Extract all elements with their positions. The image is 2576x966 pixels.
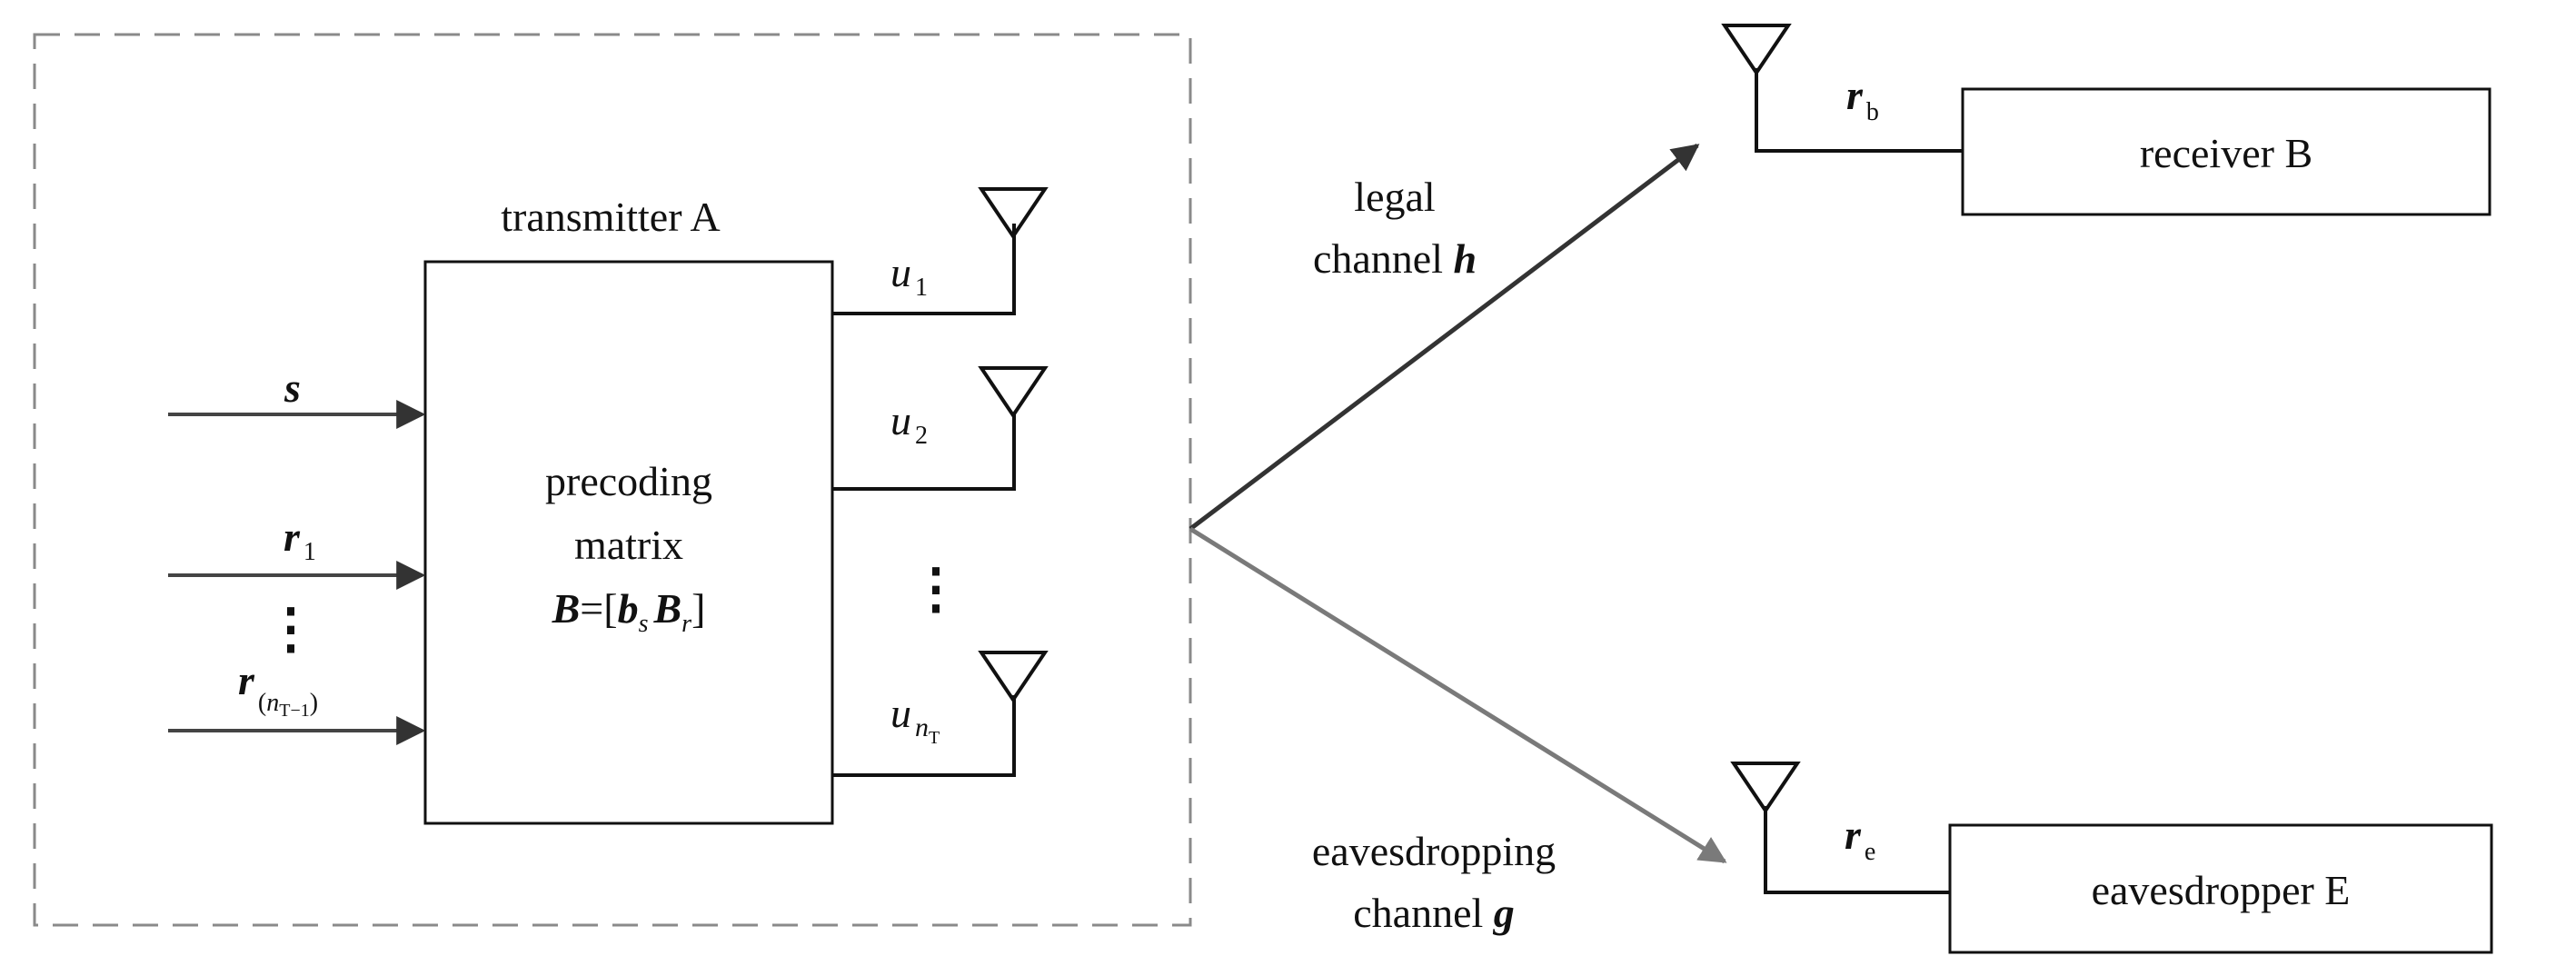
antenna-icon (978, 651, 1049, 703)
input-label-s: s (283, 364, 301, 411)
legal-channel-label-line2: channel h (1313, 235, 1477, 282)
output-dots: ⋮ (909, 559, 963, 619)
antenna-icon (978, 187, 1049, 240)
antenna-icon (1721, 24, 1792, 76)
legal-channel-label-line1: legal (1354, 174, 1435, 220)
eavesdropper-box (1948, 823, 2493, 954)
precoding-label-line2: matrix (574, 522, 683, 568)
legal-channel-arrow (1189, 144, 1700, 531)
receiver-antenna-line (1755, 68, 1963, 153)
output-line-u1 (832, 224, 1016, 315)
precoding-label-line1: precoding (545, 458, 712, 504)
antenna-icon (1730, 762, 1801, 814)
eavesdropper-antenna-line (1764, 806, 1950, 894)
receiver-label: receiver B (2140, 130, 2312, 176)
eavesdropper-label: eavesdropper E (2092, 867, 2351, 913)
precoding-matrix-box (423, 260, 834, 825)
transmitter-boundary (33, 33, 1192, 927)
input-label-rn: r(nT−1) (238, 657, 318, 721)
eavesdropping-channel-arrow (1189, 526, 1727, 864)
input-dots: ⋮ (264, 599, 318, 659)
output-line-un (832, 695, 1016, 777)
antenna-icon (978, 366, 1049, 419)
eavesdropping-channel-label-line2: channel g (1353, 890, 1515, 936)
receiver-box (1961, 87, 2491, 216)
eavesdropping-channel-label-line1: eavesdropping (1312, 828, 1556, 874)
transmitter-title: transmitter A (501, 194, 720, 240)
output-line-u2 (832, 413, 1016, 491)
